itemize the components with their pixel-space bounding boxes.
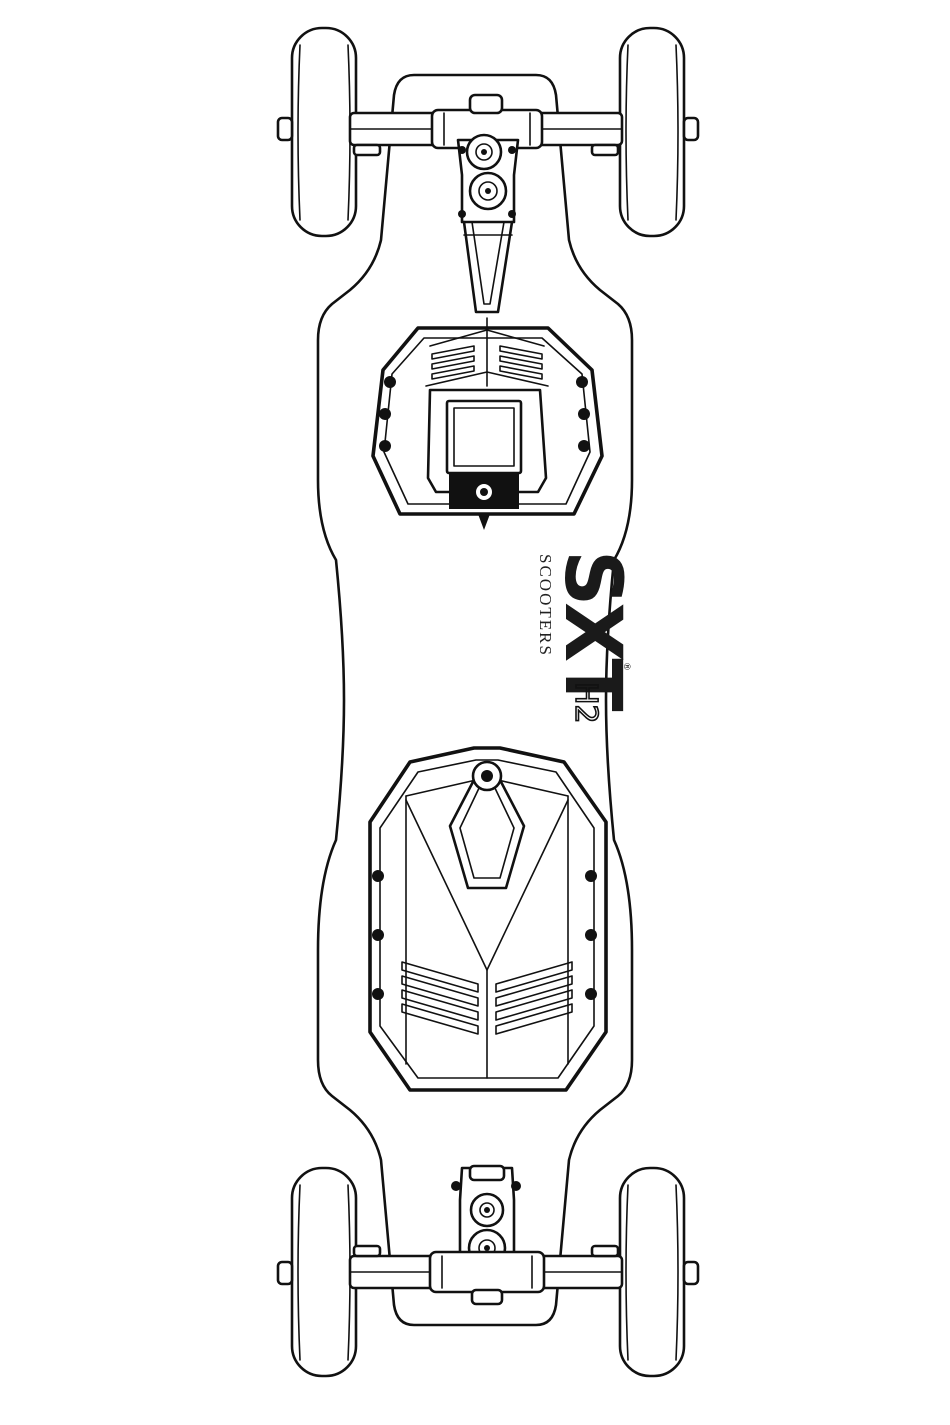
registered-mark: ® — [621, 662, 631, 671]
enclosure-bolt — [379, 408, 391, 420]
enclosure-bolt — [372, 870, 384, 882]
brand-subtitle: SCOOTERS — [536, 554, 555, 657]
enclosure-bolt — [379, 440, 391, 452]
rear-vent-grille-right — [496, 962, 572, 1034]
enclosure-bolt — [578, 440, 590, 452]
front-drive-motor — [458, 135, 518, 222]
rear-right-wheel — [620, 1168, 698, 1376]
front-left-wheel — [278, 28, 356, 236]
rear-vent-grille-left — [402, 962, 478, 1034]
enclosure-bolt — [578, 408, 590, 420]
enclosure-bolt — [576, 376, 588, 388]
enclosure-bolt — [372, 929, 384, 941]
battery-display-screen — [447, 401, 521, 473]
enclosure-bolt — [585, 929, 597, 941]
brand-logo: SXT ® SCOOTERS H2 — [536, 550, 637, 724]
rear-truck — [350, 1246, 622, 1304]
model-name: H2 — [568, 682, 603, 724]
front-vent-grille-left — [432, 346, 474, 379]
front-right-wheel — [620, 28, 698, 236]
rear-battery-enclosure — [370, 748, 606, 1090]
enclosure-bolt — [384, 376, 396, 388]
enclosure-bolt — [585, 870, 597, 882]
enclosure-bolt — [585, 988, 597, 1000]
rear-left-wheel — [278, 1168, 356, 1376]
enclosure-bolt — [372, 988, 384, 1000]
front-vent-grille-right — [500, 346, 542, 379]
front-battery-enclosure — [373, 318, 602, 530]
